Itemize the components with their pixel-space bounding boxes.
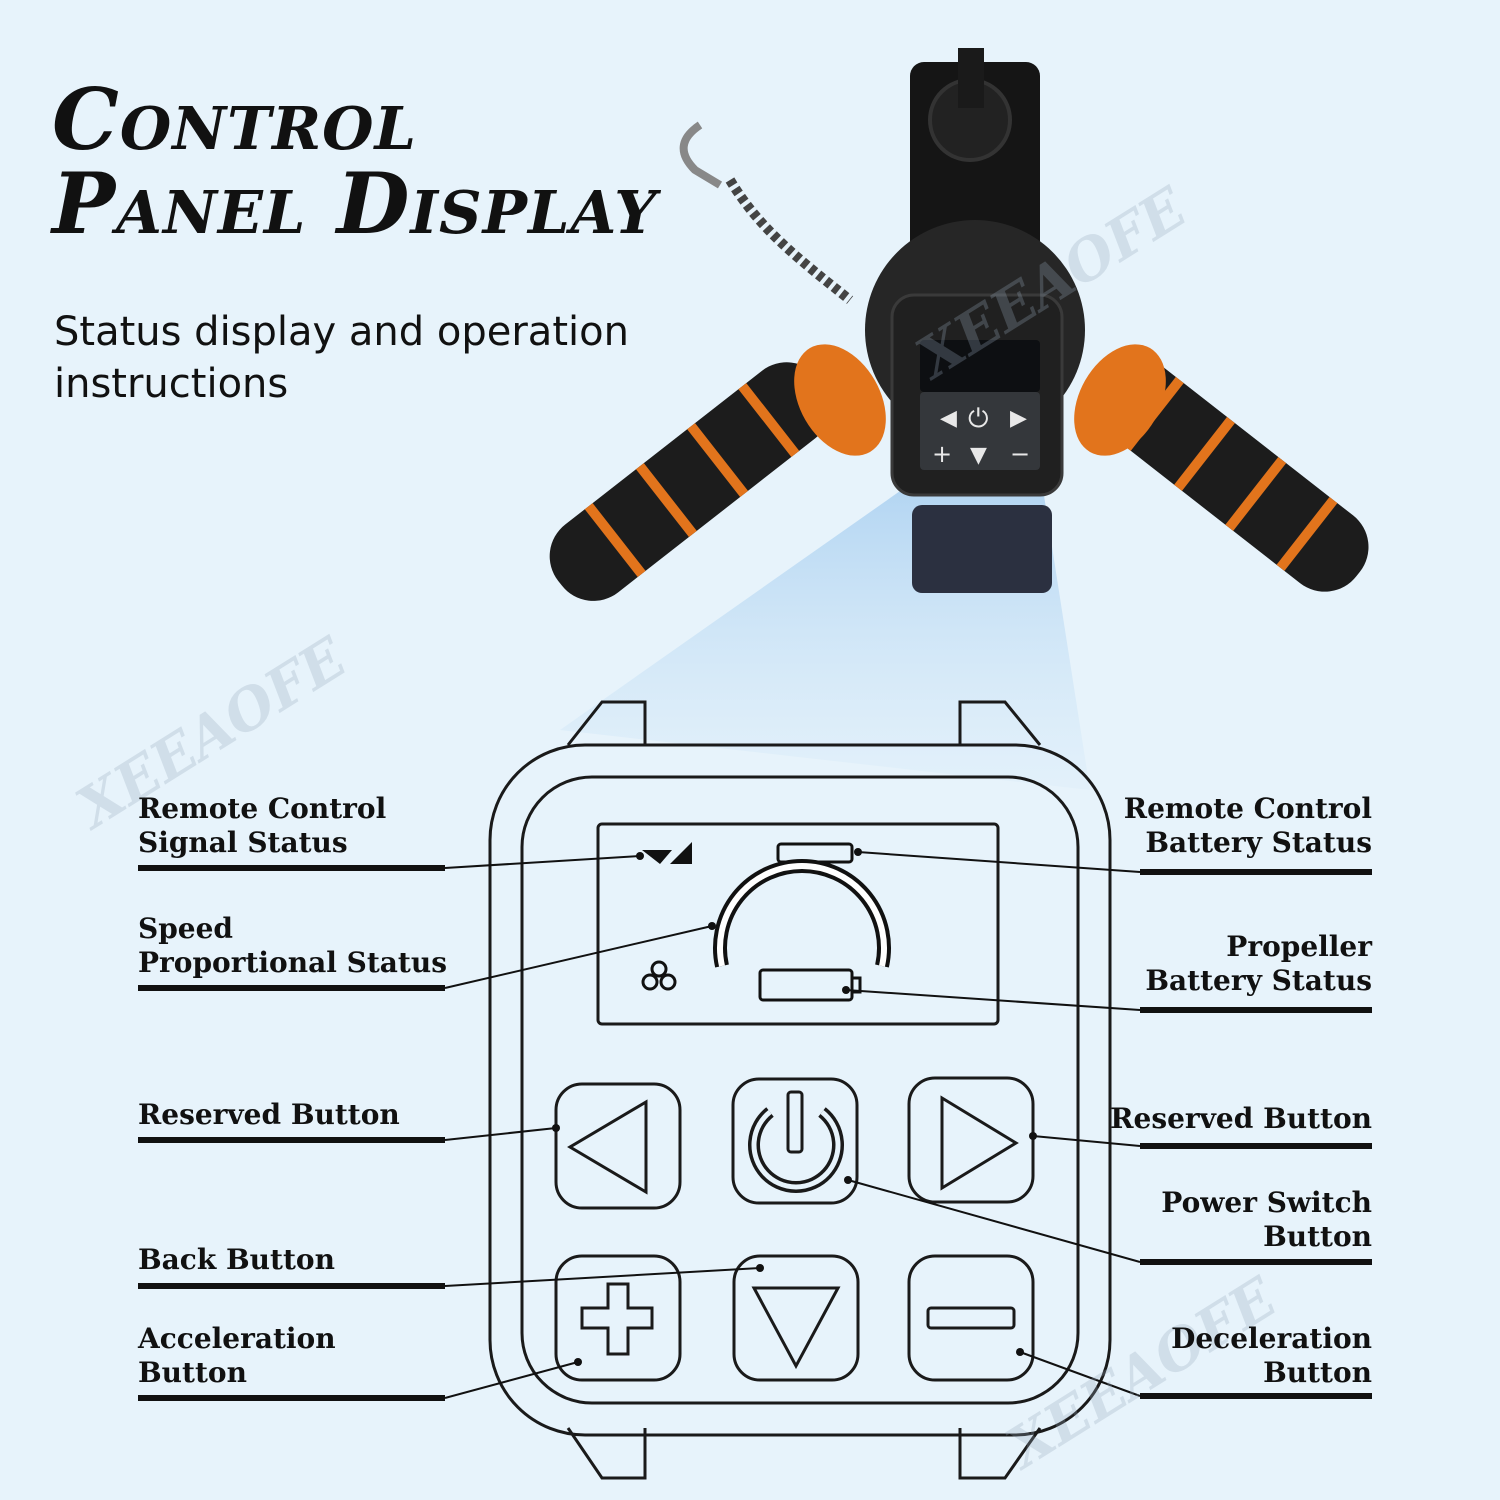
plus-icon — [580, 1282, 654, 1356]
label-remote-signal: Remote Control Signal Status — [138, 792, 386, 860]
label-text: Reserved Button — [138, 1098, 400, 1131]
svg-text:▶: ▶ — [1010, 406, 1027, 431]
svg-text:−: − — [1010, 440, 1030, 468]
acceleration-button[interactable] — [554, 1254, 682, 1382]
label-reserved-right: Reserved Button — [1110, 1102, 1372, 1136]
label-text: Propeller Battery Status — [1145, 930, 1372, 997]
power-icon — [748, 1090, 844, 1193]
speed-gauge-icon — [713, 859, 891, 968]
label-text: Back Button — [138, 1243, 335, 1276]
label-underlines — [138, 865, 1372, 1401]
label-back-button: Back Button — [138, 1243, 335, 1277]
label-text: Remote Control Battery Status — [1123, 792, 1372, 859]
signal-icon — [642, 842, 692, 864]
label-deceleration: Deceleration Button — [1171, 1322, 1372, 1390]
propeller-icon — [641, 960, 677, 991]
label-text: Deceleration Button — [1171, 1322, 1372, 1389]
page-title-line-2: Panel Display — [52, 154, 658, 253]
left-arrow-icon — [567, 1099, 648, 1195]
right-arrow-icon — [940, 1095, 1019, 1191]
reserved-left-button[interactable] — [554, 1082, 682, 1210]
page-title-line-1: Control — [52, 70, 417, 169]
label-text: Remote Control Signal Status — [138, 792, 387, 859]
leader-lines — [444, 851, 1141, 1399]
svg-text:◀: ◀ — [940, 406, 957, 431]
remote-battery-icon — [776, 842, 854, 864]
power-switch-button[interactable] — [731, 1077, 859, 1205]
reserved-right-button[interactable] — [907, 1076, 1035, 1204]
label-text: Speed Proportional Status — [138, 912, 447, 979]
label-power-switch: Power Switch Button — [1161, 1186, 1372, 1254]
label-propeller-battery: Propeller Battery Status — [1145, 930, 1372, 998]
svg-text:▼: ▼ — [970, 443, 987, 468]
label-text: Power Switch Button — [1161, 1186, 1372, 1253]
svg-text:⏻: ⏻ — [968, 404, 989, 434]
minus-icon — [926, 1306, 1016, 1330]
svg-text:+: + — [932, 440, 952, 468]
page-subtitle: Status display and operation instruction… — [54, 309, 629, 407]
page-title: Control Panel Display — [52, 78, 657, 246]
propeller-battery-icon — [758, 968, 862, 1002]
label-remote-battery: Remote Control Battery Status — [1124, 792, 1372, 860]
product-remote-handle: ◀ ⏻ ▶ + ▼ − — [549, 48, 1369, 601]
back-button[interactable] — [732, 1254, 860, 1382]
label-acceleration: Acceleration Button — [138, 1322, 336, 1390]
panel-outline — [488, 700, 1112, 1480]
label-speed-status: Speed Proportional Status — [138, 912, 447, 980]
down-arrow-icon — [751, 1286, 841, 1370]
label-text: Acceleration Button — [138, 1322, 336, 1389]
label-reserved-left: Reserved Button — [138, 1098, 400, 1132]
label-text: Reserved Button — [1110, 1102, 1372, 1135]
deceleration-button[interactable] — [907, 1254, 1035, 1382]
